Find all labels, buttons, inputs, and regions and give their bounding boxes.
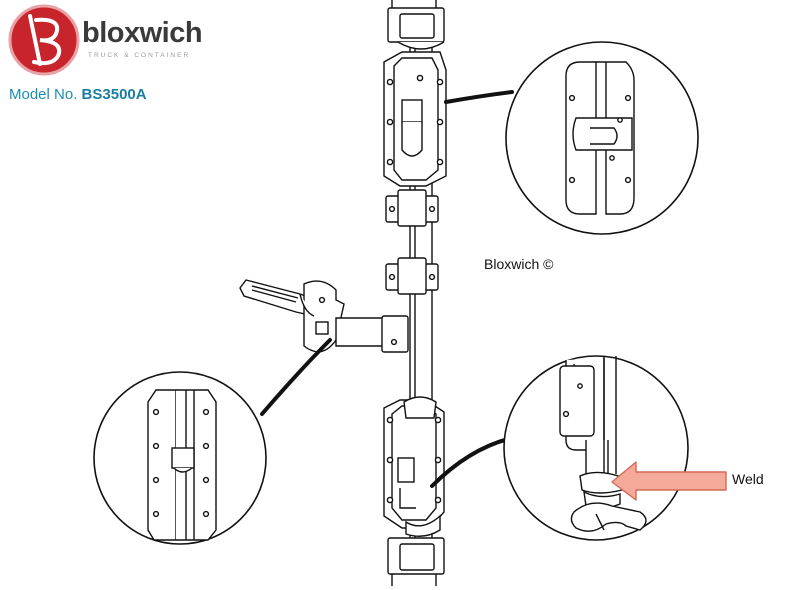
detail-circle-bottom-right	[503, 355, 727, 541]
weld-arrow-icon	[611, 461, 727, 501]
brand-name: bloxwich	[82, 17, 203, 49]
rod-guide-upper	[385, 189, 439, 227]
copyright-label: Bloxwich ©	[484, 256, 554, 272]
model-number: BS3500A	[81, 86, 147, 103]
detail-circle-bottom-left	[93, 371, 267, 545]
top-cam-plate	[383, 51, 447, 187]
bloxwich-logo-icon	[8, 4, 80, 76]
detail-circle-top-right	[505, 41, 699, 235]
model-number-line: Model No. BS3500A	[9, 86, 147, 103]
rod-guide-lower	[385, 257, 439, 295]
bottom-cam-plate	[383, 396, 445, 537]
brand-tagline: TRUCK & CONTAINER	[88, 52, 191, 59]
handle-assembly	[239, 279, 409, 353]
bottom-cam-keeper	[387, 537, 445, 586]
weld-label: Weld	[732, 471, 764, 487]
top-cam-keeper	[387, 0, 445, 50]
model-label: Model No.	[9, 86, 78, 103]
